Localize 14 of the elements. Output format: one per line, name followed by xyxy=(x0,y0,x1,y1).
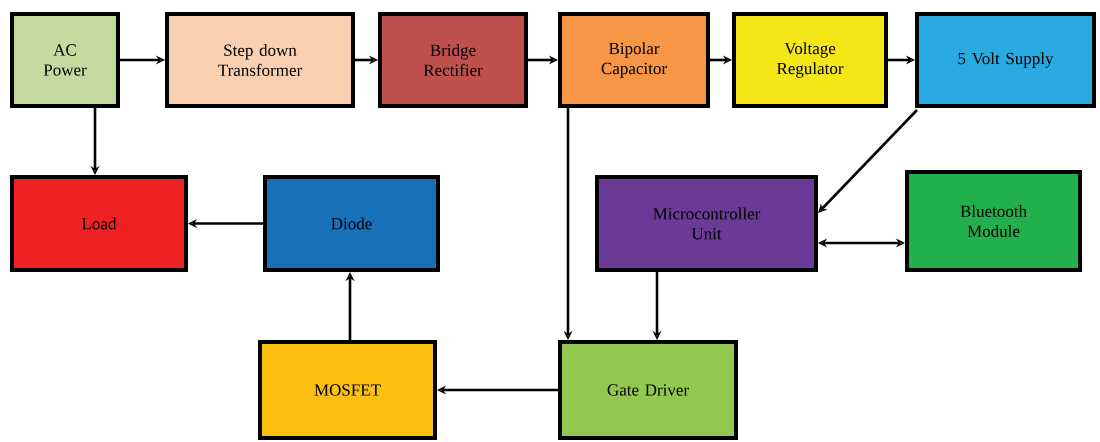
process-box: Bridge Rectifier xyxy=(378,12,528,108)
process-box: Bluetooth Module xyxy=(905,170,1082,272)
process-box: Step down Transformer xyxy=(165,12,355,108)
process-box: Load xyxy=(10,175,188,272)
process-box: Bipolar Capacitor xyxy=(558,12,710,108)
process-box: 5 Volt Supply xyxy=(915,12,1096,108)
process-box: Gate Driver xyxy=(558,340,738,440)
process-box: Voltage Regulator xyxy=(732,12,888,108)
process-box: MOSFET xyxy=(258,340,437,440)
process-box: Microcontroller Unit xyxy=(595,175,818,272)
process-box: Diode xyxy=(263,175,440,272)
process-box: AC Power xyxy=(10,12,120,108)
arrow xyxy=(818,238,905,248)
arrow xyxy=(818,109,918,213)
